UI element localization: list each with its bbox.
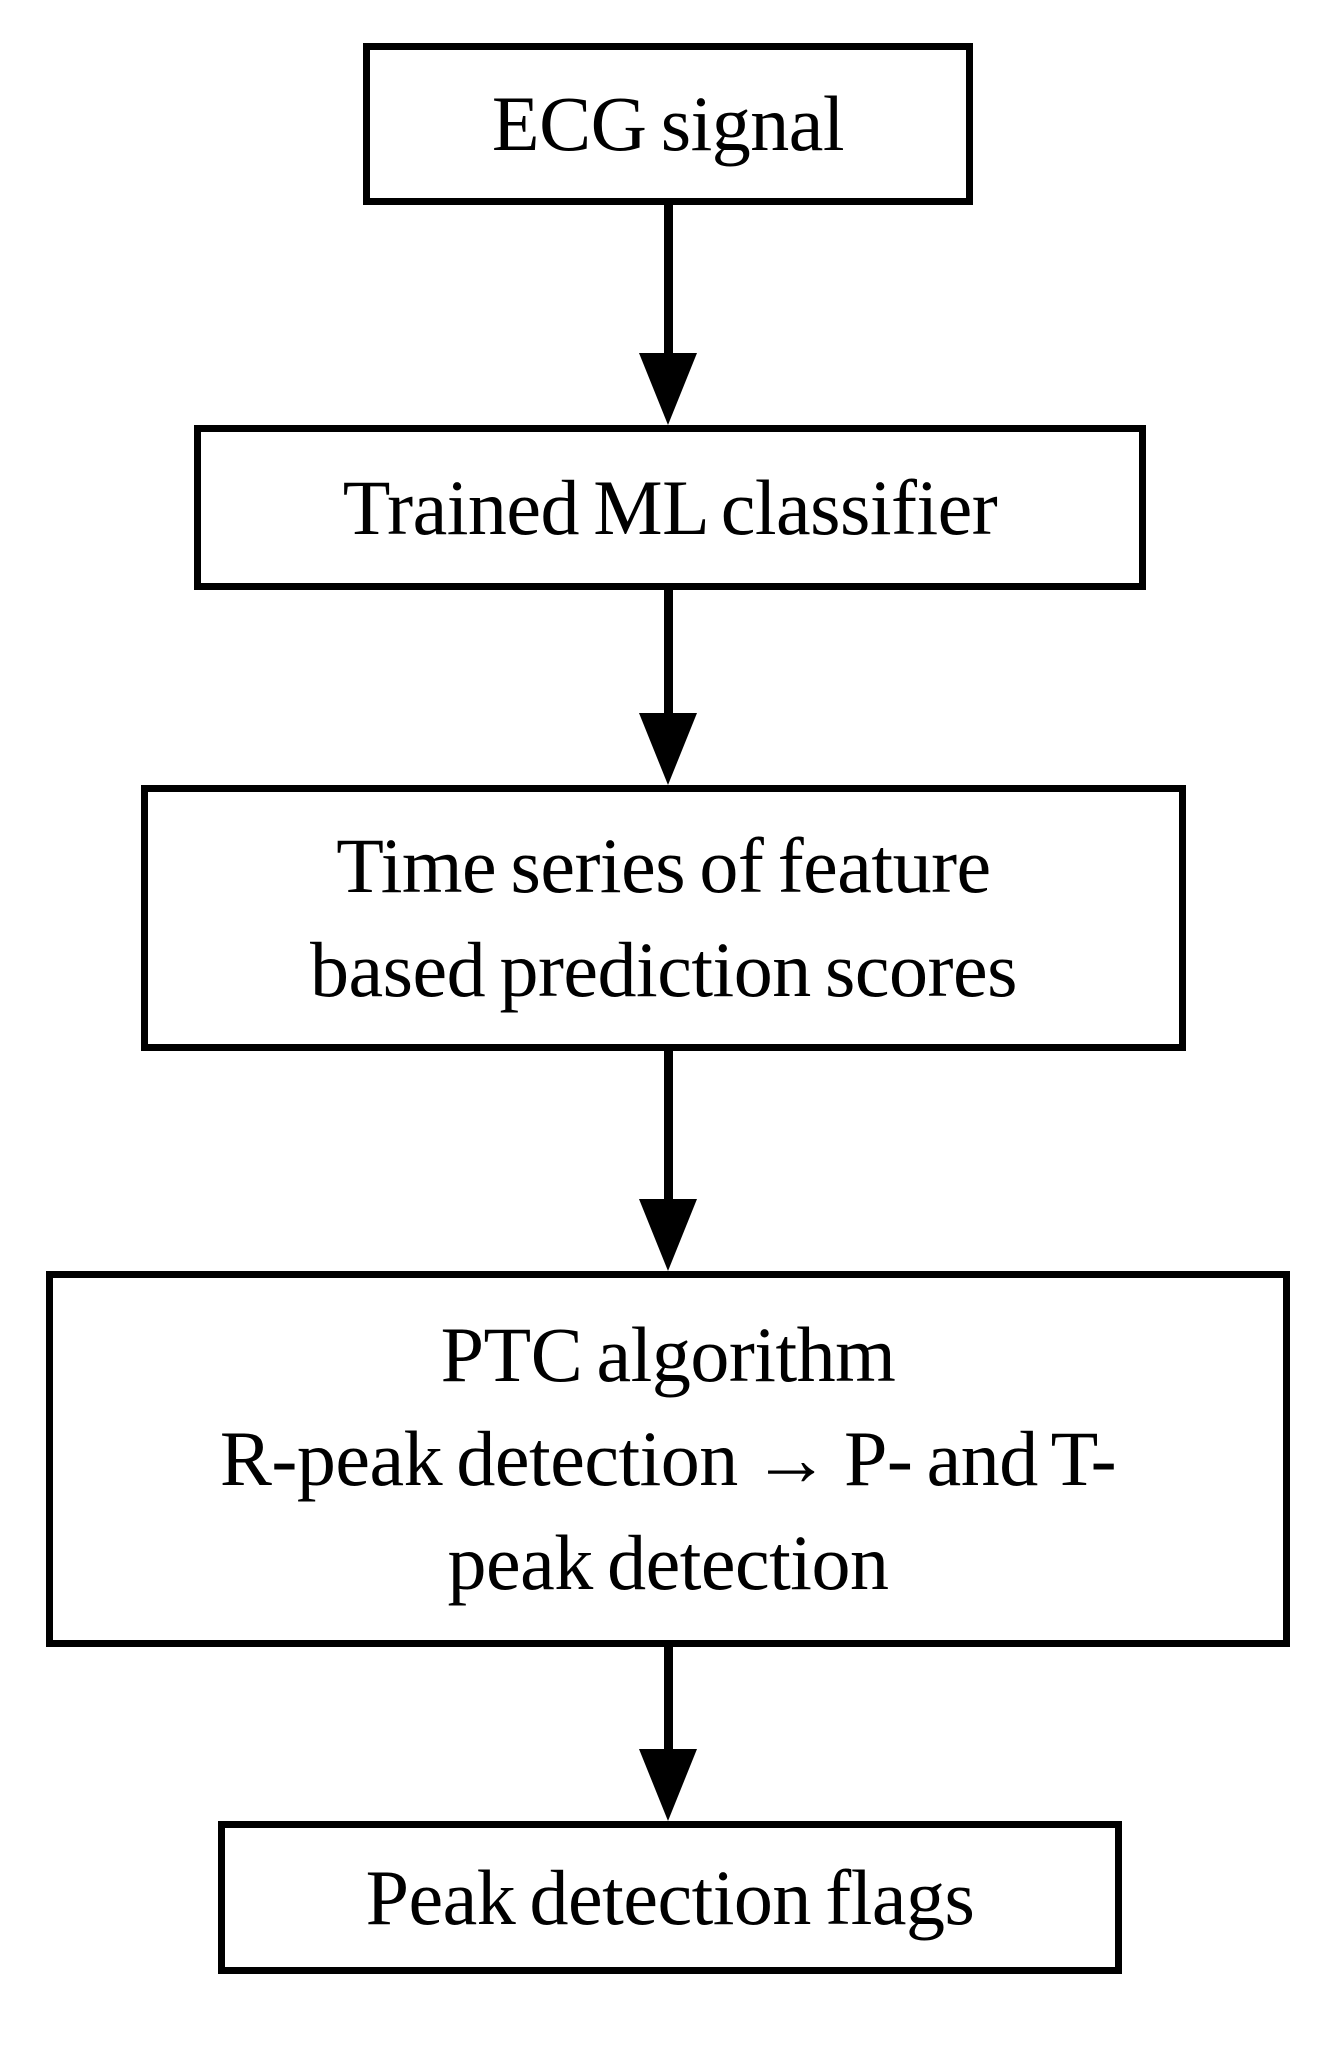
flow-node-trained-ml-classifier: Trained ML classifier — [194, 425, 1146, 590]
node-label-line: R-peak detection → P- and T- — [219, 1415, 1117, 1503]
arrow-shaft — [663, 1647, 673, 1751]
node-label: Peak detection flags — [366, 1846, 975, 1950]
flow-arrow-4-down — [639, 1647, 697, 1821]
flow-node-time-series-prediction-scores: Time series of feature based prediction … — [141, 785, 1186, 1051]
node-label: PTC algorithm R-peak detection → P- and … — [219, 1303, 1117, 1614]
arrow-shaft — [663, 1051, 673, 1201]
flow-node-peak-detection-flags: Peak detection flags — [218, 1821, 1122, 1974]
flow-arrow-1-down — [639, 205, 697, 425]
node-label-line: peak detection — [447, 1518, 889, 1606]
arrow-head-down-icon — [639, 1199, 697, 1271]
node-label-line: PTC algorithm — [440, 1311, 896, 1399]
node-label-line: Time series of feature — [336, 822, 991, 910]
flow-node-ptc-algorithm: PTC algorithm R-peak detection → P- and … — [46, 1271, 1290, 1647]
node-label-line: based prediction scores — [310, 926, 1017, 1013]
arrow-shaft — [663, 205, 673, 355]
node-label: ECG signal — [491, 72, 845, 176]
arrow-shaft — [663, 590, 673, 715]
flow-node-ecg-signal: ECG signal — [363, 43, 973, 205]
arrow-head-down-icon — [639, 1749, 697, 1821]
flow-arrow-3-down — [639, 1051, 697, 1271]
arrow-head-down-icon — [639, 353, 697, 425]
flow-arrow-2-down — [639, 590, 697, 785]
node-label-line: ECG signal — [491, 80, 845, 168]
node-label: Time series of feature based prediction … — [310, 814, 1017, 1021]
arrow-head-down-icon — [639, 713, 697, 785]
node-label-line: Peak detection flags — [365, 1853, 975, 1941]
node-label: Trained ML classifier — [343, 456, 998, 560]
node-label-line: Trained ML classifier — [342, 463, 998, 551]
